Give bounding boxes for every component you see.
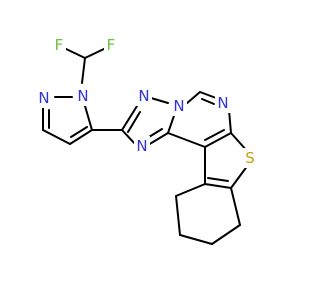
atom-n-pyrazole-1: N xyxy=(77,87,88,105)
bond-c3-c4 xyxy=(42,129,71,145)
bond-c-ring-n-bottom-double xyxy=(148,128,163,138)
bond-ch-n xyxy=(199,91,217,99)
atom-s-thiophene: S xyxy=(245,149,255,167)
bond-c-s-c-thio xyxy=(204,132,232,148)
atom-n-pyrazole-2: N xyxy=(38,89,49,107)
bond-c4-c5-double xyxy=(70,126,88,138)
bond-s-c xyxy=(230,164,249,189)
bond-ch2-2 xyxy=(211,224,241,245)
atom-f-right: F xyxy=(107,36,116,54)
atom-n-pyrimidine: N xyxy=(217,94,228,112)
bond-c-n1 xyxy=(81,57,86,84)
bond-ch2-4 xyxy=(175,195,181,236)
bonds xyxy=(42,47,249,245)
atom-n-triazole-top: N xyxy=(138,87,149,105)
bond-c-ring-n-bottom xyxy=(147,132,169,146)
structure-svg: F F N N N N N N S xyxy=(36,36,257,245)
bond-n-fused-ch xyxy=(185,91,201,105)
bond-ch-n-double xyxy=(201,98,215,105)
bond-c-s-c-thio-double xyxy=(204,129,225,141)
bond-ch2-3 xyxy=(179,234,213,245)
bond-c-f-right xyxy=(84,47,107,59)
molecule-diagram: F F N N N N N N S xyxy=(36,36,257,245)
bond-c5-n1 xyxy=(84,105,93,131)
atom-n-triazole-bottom: N xyxy=(136,137,147,155)
bond-c2-n-top-double xyxy=(127,111,141,133)
atom-f-left: F xyxy=(55,36,64,54)
bond-c-f-left xyxy=(63,47,86,59)
bond-n-c-s xyxy=(228,109,232,134)
bond-n-top-n-fused xyxy=(150,97,169,104)
bond-c4-c5 xyxy=(69,129,93,145)
atom-n-triazole-fused: N xyxy=(173,97,184,115)
bond-c-c-thio-bottom-double xyxy=(207,177,229,182)
atom-labels: F F N N N N N N S xyxy=(36,36,257,168)
bond-ch2-5 xyxy=(175,183,206,197)
bond-n-bottom-c2 xyxy=(121,129,137,146)
bond-c2-n-top xyxy=(121,105,138,131)
bond-ch2-1 xyxy=(230,187,241,226)
bond-c-c-thio-bottom xyxy=(204,183,232,189)
bond-c-thio-c-ring xyxy=(167,132,206,148)
